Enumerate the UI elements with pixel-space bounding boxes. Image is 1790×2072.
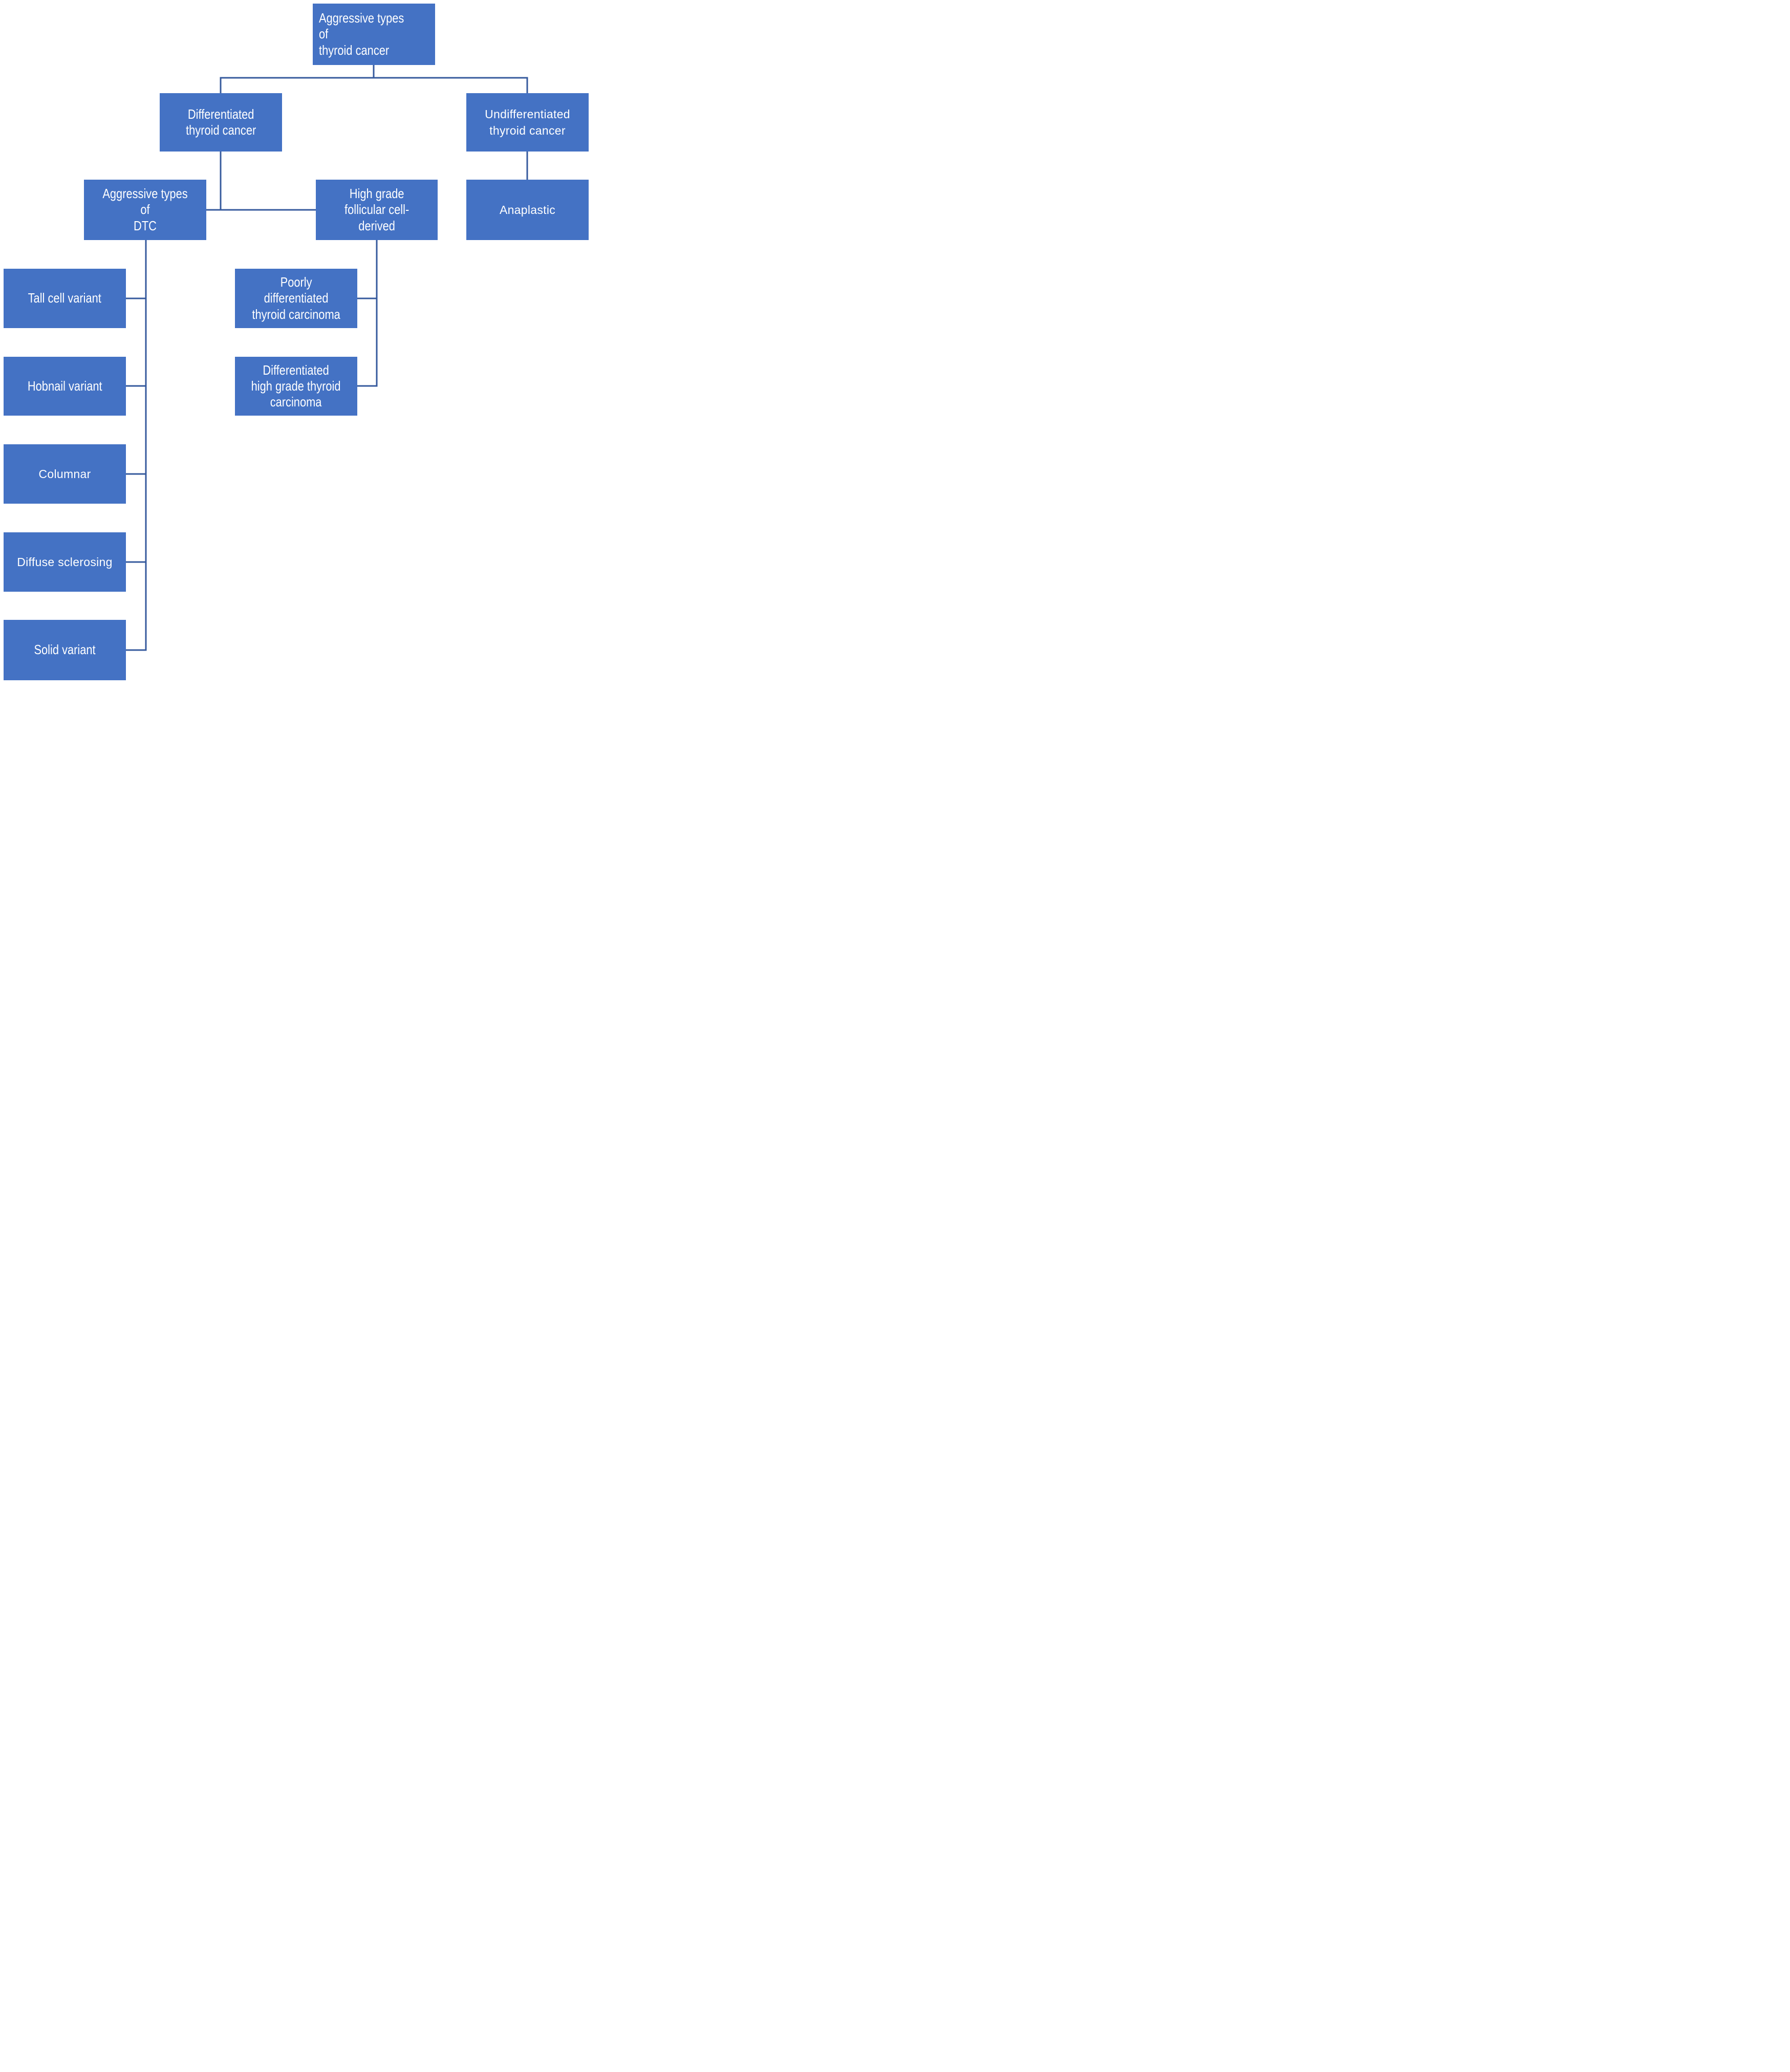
connector-dtc-to-children	[206, 152, 316, 211]
flowchart-canvas: Aggressive types of thyroid cancer Diffe…	[0, 0, 597, 691]
node-hobnail-variant: Hobnail variant	[4, 357, 126, 416]
node-label: Tall cell variant	[28, 290, 102, 306]
node-label: Solid variant	[34, 642, 96, 658]
node-high-grade-follicular-cell-derived: High grade follicular cell- derived	[316, 180, 438, 240]
node-differentiated-thyroid-cancer: Differentiated thyroid cancer	[160, 93, 282, 152]
node-label: Diffuse sclerosing	[17, 555, 113, 569]
node-anaplastic: Anaplastic	[466, 180, 589, 240]
node-label: High grade follicular cell- derived	[344, 186, 409, 233]
node-label: Columnar	[38, 467, 91, 481]
node-label: Differentiated thyroid cancer	[185, 106, 256, 138]
node-columnar: Columnar	[4, 444, 126, 504]
node-aggressive-types-of-thyroid-cancer: Aggressive types of thyroid cancer	[313, 4, 435, 65]
connector-aggressive-dtc-to-variants	[126, 240, 147, 651]
node-aggressive-types-of-dtc: Aggressive types of DTC	[84, 180, 206, 240]
node-poorly-differentiated-thyroid-carcinoma: Poorly differentiated thyroid carcinoma	[235, 269, 357, 328]
node-differentiated-high-grade-thyroid-carcinoma: Differentiated high grade thyroid carcin…	[235, 357, 357, 416]
connector-root-to-children	[220, 65, 528, 93]
node-solid-variant: Solid variant	[4, 620, 126, 680]
node-label: Hobnail variant	[27, 378, 102, 394]
node-undifferentiated-thyroid-cancer: Undifferentiated thyroid cancer	[466, 93, 589, 152]
node-label: Poorly differentiated thyroid carcinoma	[252, 274, 340, 322]
node-label: Differentiated high grade thyroid carcin…	[251, 362, 341, 410]
node-diffuse-sclerosing: Diffuse sclerosing	[4, 532, 126, 592]
node-tall-cell-variant: Tall cell variant	[4, 269, 126, 328]
connector-high-grade-to-children	[357, 240, 378, 387]
node-label: Undifferentiated thyroid cancer	[485, 107, 570, 137]
node-label: Aggressive types of DTC	[102, 186, 188, 233]
node-label: Aggressive types of thyroid cancer	[319, 10, 404, 58]
node-label: Anaplastic	[499, 203, 556, 217]
